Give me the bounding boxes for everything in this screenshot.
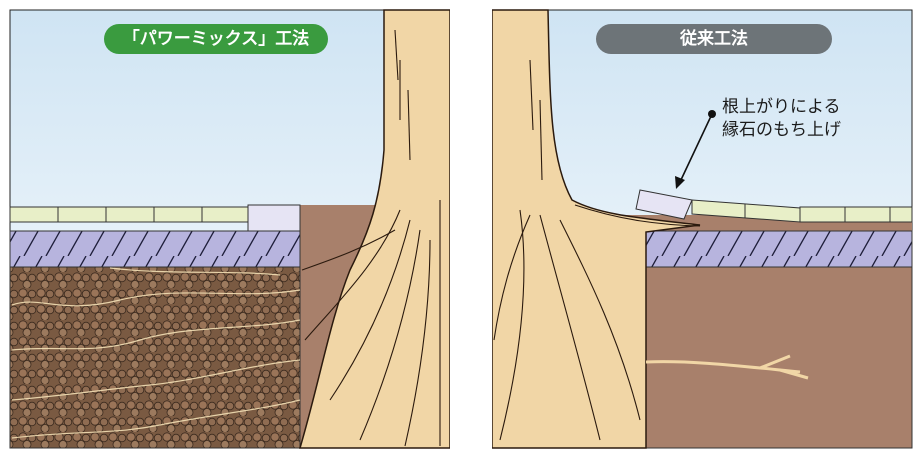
tree-trunk-right <box>491 9 701 449</box>
lifted-curb-stone <box>635 189 693 220</box>
base-layer-right <box>645 230 913 268</box>
conventional-method-label: 従来工法 <box>596 24 832 54</box>
callout-line-2: 縁石のもち上げ <box>722 120 841 140</box>
powermix-soil <box>9 266 301 449</box>
root-lift-callout: 根上がりによる 縁石のもち上げ <box>722 96 912 142</box>
curb-blocks-left <box>9 204 301 232</box>
curb-blocks-right <box>635 189 913 223</box>
callout-line-1: 根上がりによる <box>722 97 841 117</box>
base-layer-left <box>9 230 301 268</box>
left-panel <box>9 9 451 449</box>
plain-soil <box>645 266 913 449</box>
right-panel <box>491 9 913 449</box>
tree-trunk-left <box>298 9 451 449</box>
powermix-method-label: 「パワーミックス」工法 <box>104 24 328 54</box>
callout-pointer <box>675 110 716 189</box>
stray-root <box>645 354 809 380</box>
